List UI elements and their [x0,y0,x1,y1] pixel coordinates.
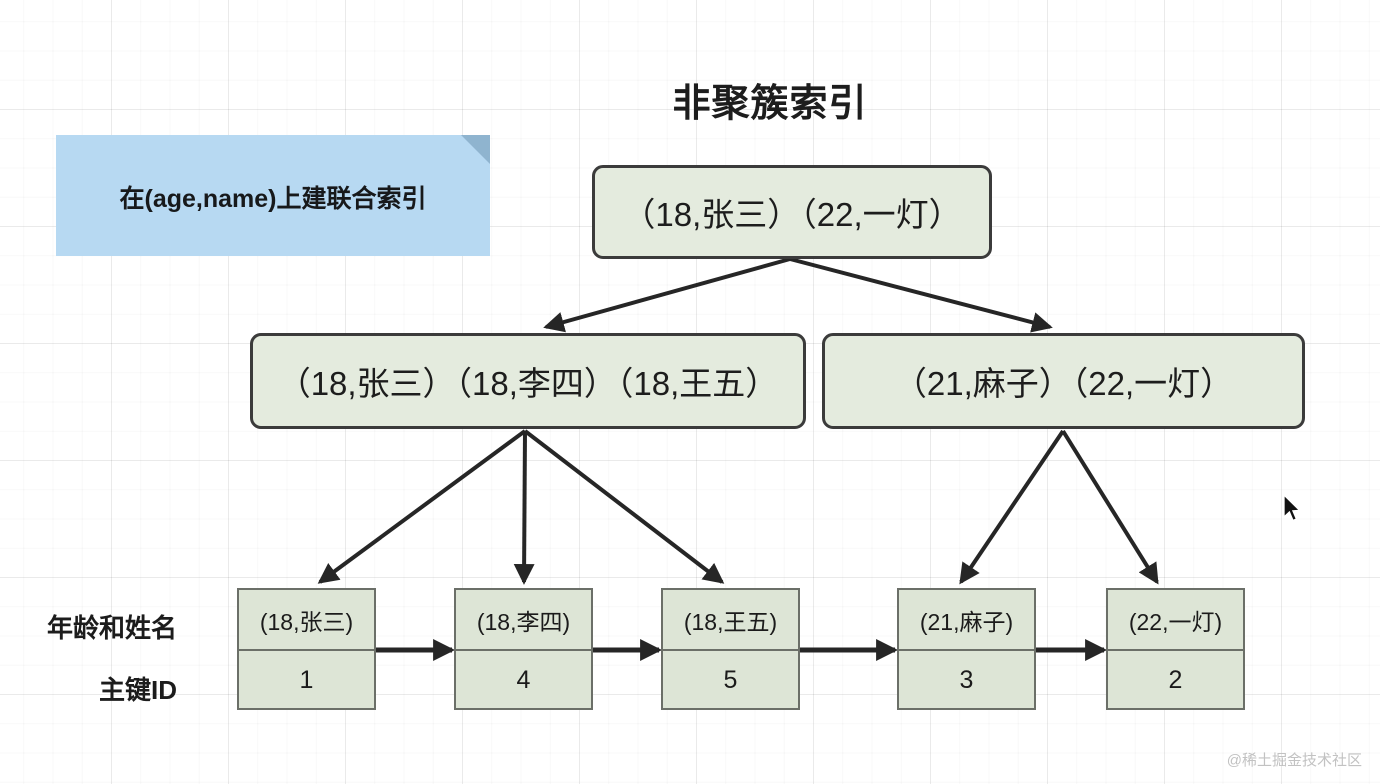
index-node-middle-right: （21,麻子）（22,一灯） [822,333,1305,429]
leaf-primary-key-id: 1 [299,666,314,694]
edge-midleft-to-leaf-2 [523,429,725,584]
leaf-primary-key-id: 2 [1168,666,1183,694]
leaf-key-value: (18,张三) [239,590,374,651]
edge-midleft-to-leaf-1 [513,430,535,585]
mouse-pointer-icon [1283,494,1302,522]
leaf-key-value: (18,李四) [456,590,591,651]
row-label-key: 年龄和姓名 [47,613,178,643]
edge-midright-to-leaf-3 [959,429,1065,585]
index-node-root: （18,张三）（22,一灯） [592,165,992,259]
edge-root-to-mid-left [543,257,791,333]
leaf-key-value: (22,一灯) [1108,590,1243,651]
edge-root-to-mid-right [789,257,1053,333]
leaf-primary-key-id: 5 [723,666,738,694]
sticky-note-text: 在(age,name)上建联合索引 [119,185,427,213]
leaf-primary-key-id: 4 [516,666,531,694]
leaf-node: (22,一灯) 2 [1106,588,1245,710]
leaf-node: (18,李四) 4 [454,588,593,710]
watermark-text: @稀土掘金技术社区 [1226,752,1362,769]
leaf-key-value: (21,麻子) [899,590,1034,651]
leaf-node: (18,王五) 5 [661,588,800,710]
page-title: 非聚簇索引 [672,83,868,125]
leaf-node: (18,张三) 1 [237,588,376,710]
leaf-node: (21,麻子) 3 [897,588,1036,710]
index-node-middle-left: （18,张三）（18,李四）（18,王五） [250,333,806,429]
note-folded-corner-icon [461,135,490,164]
row-label-primary-key: 主键ID [99,675,178,705]
leaf-primary-key-id: 3 [959,666,974,694]
edge-midleft-to-leaf-0 [317,429,527,584]
edge-midright-to-leaf-4 [1061,429,1159,585]
sticky-note: 在(age,name)上建联合索引 [56,135,490,256]
leaf-key-value: (18,王五) [663,590,798,651]
